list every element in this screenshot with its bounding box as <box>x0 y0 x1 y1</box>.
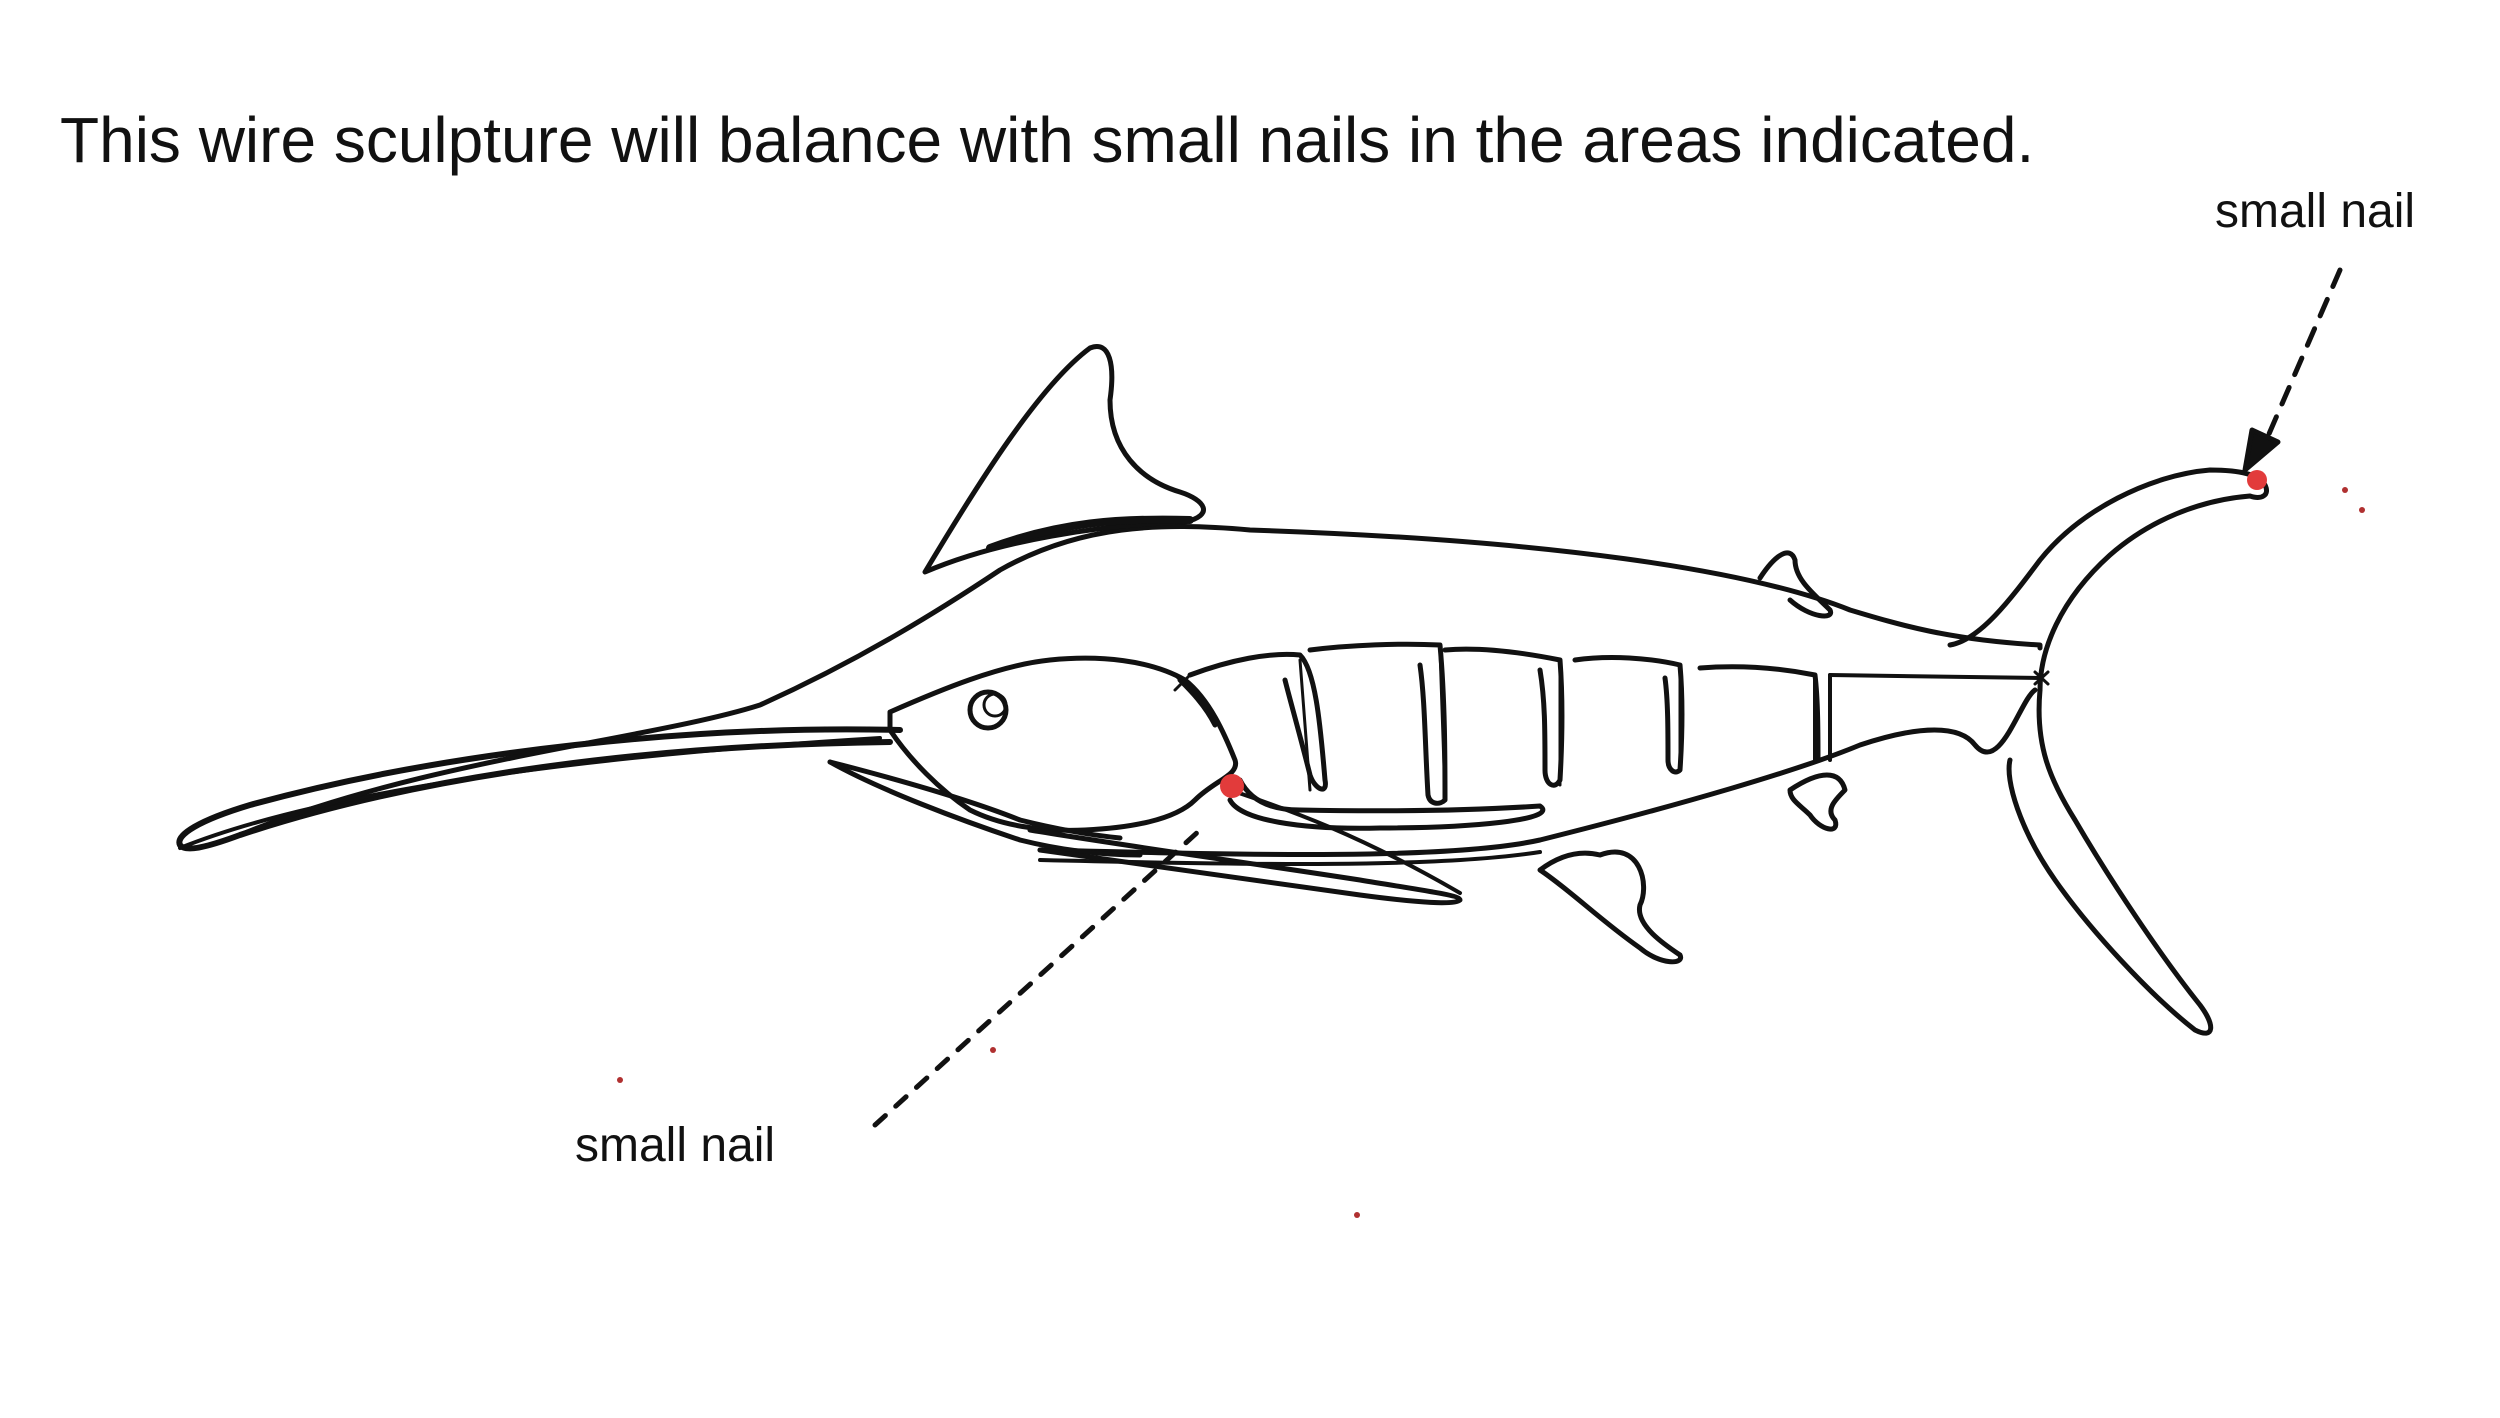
tail-fin <box>1828 467 2269 1036</box>
stray-specks <box>617 487 2365 1218</box>
second-anal-fin <box>1787 772 1848 832</box>
instruction-heading: This wire sculpture will balance with sm… <box>60 104 2035 176</box>
dorsal-fin <box>922 344 1206 575</box>
tail-nail-arrow <box>2242 267 2343 473</box>
second-dorsal-fin <box>1757 550 1834 619</box>
head-nail-leader-line <box>872 827 1203 1128</box>
marlin-body-outline <box>237 524 2043 866</box>
head-nail-marker <box>1220 774 1244 798</box>
marlin-head <box>887 655 1239 833</box>
anal-fin <box>1537 849 1684 965</box>
dorsal-fin-base <box>986 515 1194 552</box>
marlin-side-stripes <box>1187 641 1832 831</box>
head-nail-label: small nail <box>575 1119 776 1172</box>
marlin-bill <box>176 726 903 852</box>
tail-nail-marker <box>2247 470 2267 490</box>
tail-nail-label: small nail <box>2215 185 2416 238</box>
